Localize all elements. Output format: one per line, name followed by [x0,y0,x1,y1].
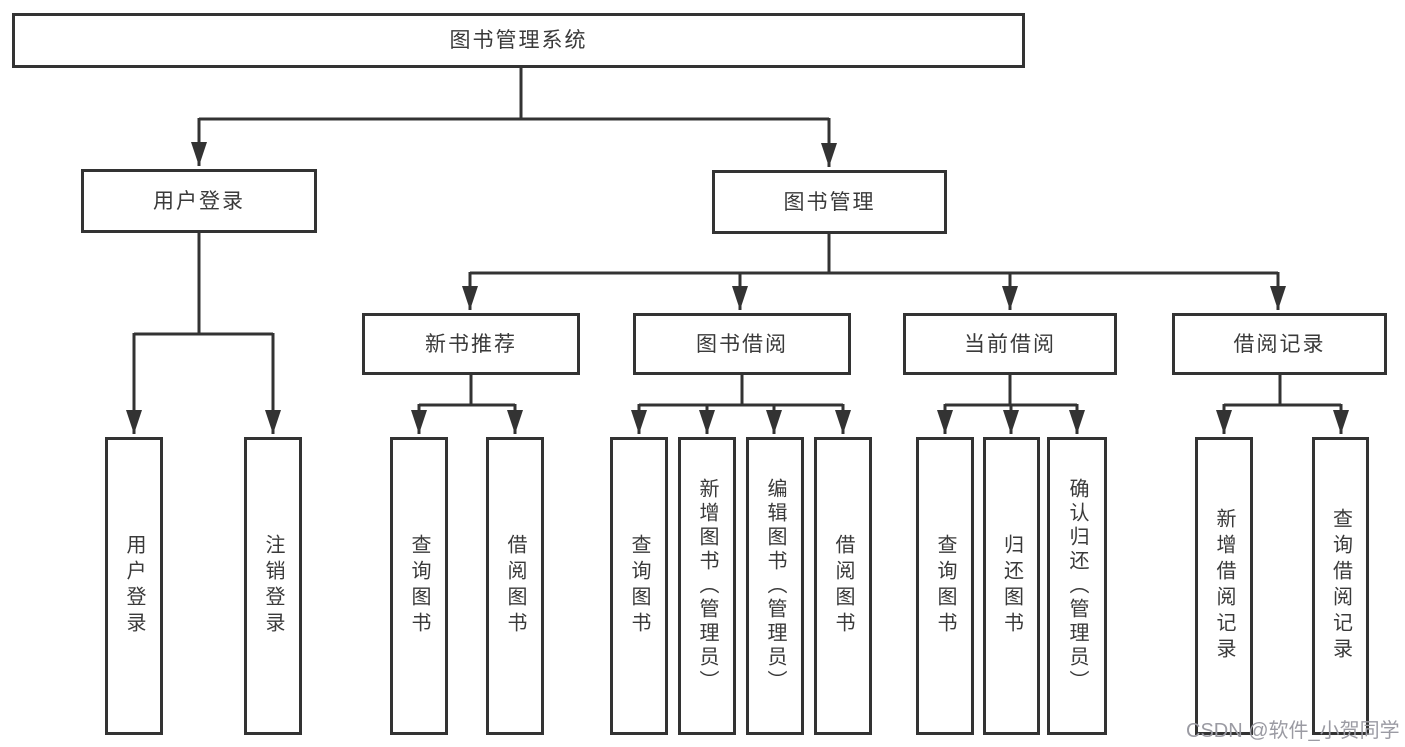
leaf-return-books: 归还图书 [983,437,1040,735]
leaf-borrow-books-label: 借阅图书 [832,534,854,638]
csdn-watermark: CSDN @软件_小贺同学 [1186,720,1400,742]
leaf-current-query-books-label: 查询图书 [934,534,956,638]
leaf-edit-books-admin: 编辑图书（管理员） [746,437,804,735]
leaf-edit-books-admin-label: 编辑图书（管理员） [764,478,786,694]
leaf-return-books-label: 归还图书 [1000,534,1023,638]
leaf-query-borrow-record: 查询借阅记录 [1312,437,1369,735]
node-new-book-recommend: 新书推荐 [362,313,580,375]
leaf-newbook-borrow-books-label: 借阅图书 [504,534,526,638]
node-root: 图书管理系统 [12,13,1025,68]
node-user-login: 用户登录 [81,169,317,233]
leaf-confirm-return-admin-label: 确认归还（管理员） [1066,478,1088,694]
node-borrowing-records: 借阅记录 [1172,313,1387,375]
leaf-borrowing-query-books-label: 查询图书 [628,534,650,638]
leaf-logout: 注销登录 [244,437,302,735]
leaf-logout-label: 注销登录 [262,534,284,638]
leaf-query-borrow-record-label: 查询借阅记录 [1329,508,1352,664]
node-root-label: 图书管理系统 [449,29,588,52]
leaf-newbook-borrow-books: 借阅图书 [486,437,544,735]
node-current-borrowing: 当前借阅 [903,313,1117,375]
leaf-user-login-label: 用户登录 [123,534,145,638]
node-book-management: 图书管理 [712,170,947,234]
leaf-borrow-books: 借阅图书 [814,437,872,735]
node-book-borrowing-label: 图书借阅 [696,332,788,356]
leaf-borrowing-query-books: 查询图书 [610,437,668,735]
leaf-add-books-admin-label: 新增图书（管理员） [696,478,718,694]
leaf-user-login: 用户登录 [105,437,163,735]
leaf-newbook-query-books-label: 查询图书 [408,534,430,638]
leaf-add-borrow-record-label: 新增借阅记录 [1213,508,1235,664]
leaf-confirm-return-admin: 确认归还（管理员） [1047,437,1107,735]
node-new-book-recommend-label: 新书推荐 [425,332,517,356]
leaf-newbook-query-books: 查询图书 [390,437,448,735]
leaf-add-borrow-record: 新增借阅记录 [1195,437,1253,735]
node-current-borrowing-label: 当前借阅 [964,332,1056,356]
leaf-current-query-books: 查询图书 [916,437,974,735]
node-user-login-label: 用户登录 [153,189,245,213]
leaf-add-books-admin: 新增图书（管理员） [678,437,736,735]
node-book-borrowing: 图书借阅 [633,313,851,375]
node-borrowing-records-label: 借阅记录 [1233,332,1326,356]
node-book-management-label: 图书管理 [783,190,876,214]
